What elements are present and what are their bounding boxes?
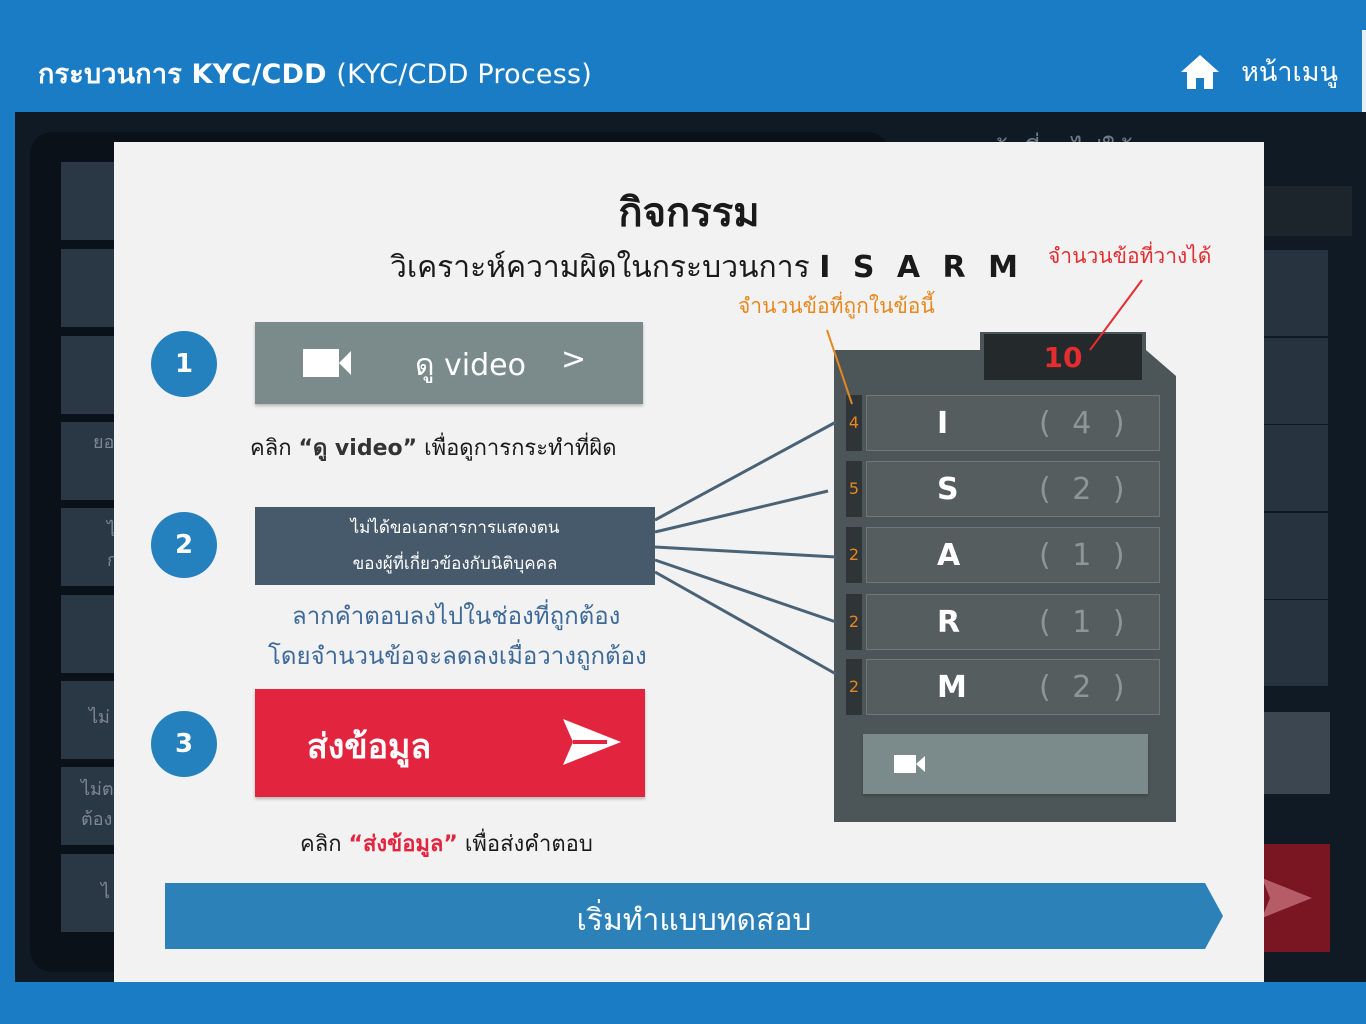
modal-subtitle: วิเคราะห์ความผิดในกระบวนการ I S A R M: [390, 244, 1024, 291]
step1-caption-prefix: คลิก: [250, 436, 292, 461]
home-menu-label: หน้าเมนู: [1241, 57, 1338, 88]
step3-caption-quoted: “ส่งข้อมูล”: [348, 832, 458, 857]
background-row: ไม่ต ต้อง: [61, 767, 117, 845]
note-placeable-count: จำนวนข้อที่วางได้: [1048, 244, 1212, 268]
slot-letter: R: [937, 605, 961, 640]
background-row: [61, 336, 117, 414]
panel-video-button[interactable]: [863, 734, 1148, 794]
slot-box: M ( 2 ): [866, 659, 1160, 715]
background-row: ไ: [61, 854, 117, 932]
modal-subtitle-text: วิเคราะห์ความผิดในกระบวนการ: [390, 250, 810, 285]
slot-remaining: ( 1 ): [1039, 538, 1131, 573]
step-number-1: 1: [151, 331, 217, 397]
step3-caption-suffix: เพื่อส่งคำตอบ: [464, 832, 593, 857]
instruction-modal: กิจกรรม วิเคราะห์ความผิดในกระบวนการ I S …: [114, 142, 1264, 982]
start-button-arrow-shape: [165, 883, 1223, 949]
send-data-button[interactable]: ส่งข้อมูล: [255, 689, 645, 797]
watch-video-label: ดู video: [415, 348, 526, 383]
background-row: [61, 162, 117, 240]
step2-caption-line1: ลากคำตอบลงไปในช่องที่ถูกต้อง: [292, 602, 621, 630]
answer-card-line1: ไม่ได้ขอเอกสารการแสดงตน: [350, 518, 560, 538]
drop-panel-illustration: 10 4 I ( 4 ) 5 S ( 2 ) 2 A ( 1 ) 2: [834, 332, 1176, 822]
background-right-box: [1262, 425, 1328, 511]
video-camera-icon: [303, 349, 351, 377]
app-title-main: กระบวนการ KYC/CDD: [38, 59, 327, 90]
slot-letter: I: [937, 406, 949, 441]
background-right-box: [1262, 600, 1328, 686]
slot-letter: A: [937, 538, 961, 573]
placeable-counter: 10: [1043, 341, 1083, 374]
step3-caption: คลิก “ส่งข้อมูล” เพื่อส่งคำตอบ: [300, 826, 593, 861]
send-data-label: ส่งข้อมูล: [307, 727, 432, 767]
slot-remaining: ( 2 ): [1039, 670, 1131, 705]
background-right-box: [1262, 250, 1328, 336]
drop-slot-a[interactable]: 2 A ( 1 ): [846, 527, 1160, 583]
drop-slot-m[interactable]: 2 M ( 2 ): [846, 659, 1160, 715]
drop-slot-r[interactable]: 2 R ( 1 ): [846, 594, 1160, 650]
background-row: ไ ก: [61, 508, 117, 586]
step1-caption-quoted: “ดู video”: [298, 436, 418, 461]
background-right-video: [1262, 712, 1330, 794]
start-quiz-label: เริ่มทำแบบทดสอบ: [576, 903, 812, 938]
header-edge: [1362, 30, 1366, 112]
watch-video-button[interactable]: ดู video >: [255, 322, 643, 404]
app-title-sub: (KYC/CDD Process): [336, 59, 592, 90]
slot-correct-count: 2: [846, 594, 862, 650]
note-correct-count: จำนวนข้อที่ถูกในข้อนี้: [738, 294, 935, 318]
background-row: [61, 249, 117, 327]
step2-caption-line2: โดยจำนวนข้อจะลดลงเมื่อวางถูกต้อง: [268, 642, 647, 670]
start-quiz-button[interactable]: เริ่มทำแบบทดสอบ: [165, 883, 1223, 949]
step1-caption-suffix: เพื่อดูการกระทำที่ผิด: [424, 436, 617, 461]
step3-caption-prefix: คลิก: [300, 832, 342, 857]
background-right-top: [1262, 186, 1352, 236]
step-number-3: 3: [151, 711, 217, 777]
background-row: ไม่: [61, 681, 117, 759]
slot-remaining: ( 4 ): [1039, 406, 1131, 441]
app-header: กระบวนการ KYC/CDD (KYC/CDD Process) หน้า…: [0, 0, 1366, 112]
modal-subtitle-code: I S A R M: [819, 250, 1024, 285]
background-row: ยอ: [61, 422, 117, 500]
background-right-box: [1262, 338, 1328, 424]
drop-slot-i[interactable]: 4 I ( 4 ): [846, 395, 1160, 451]
app-title: กระบวนการ KYC/CDD (KYC/CDD Process): [38, 52, 592, 95]
home-menu-button[interactable]: หน้าเมนู: [1179, 50, 1338, 93]
draggable-answer-card[interactable]: ไม่ได้ขอเอกสารการแสดงตน ของผู้ที่เกี่ยวข…: [255, 507, 655, 585]
slot-correct-count: 4: [846, 395, 862, 451]
slot-letter: M: [937, 670, 967, 705]
slot-correct-count: 2: [846, 659, 862, 715]
send-arrow-icon: [563, 719, 621, 765]
modal-title: กิจกรรม: [618, 190, 760, 236]
slot-box: S ( 2 ): [866, 461, 1160, 517]
chevron-right-icon: >: [561, 342, 587, 377]
connector-lines: [654, 279, 1143, 676]
step-number-2: 2: [151, 512, 217, 578]
slot-remaining: ( 1 ): [1039, 605, 1131, 640]
slot-box: A ( 1 ): [866, 527, 1160, 583]
slot-box: I ( 4 ): [866, 395, 1160, 451]
background-row: [61, 595, 117, 673]
slot-correct-count: 2: [846, 527, 862, 583]
background-send-arrow-icon: [1262, 878, 1312, 918]
slot-remaining: ( 2 ): [1039, 472, 1131, 507]
step1-caption: คลิก “ดู video” เพื่อดูการกระทำที่ผิด: [250, 430, 617, 465]
slot-box: R ( 1 ): [866, 594, 1160, 650]
home-icon: [1181, 54, 1220, 89]
video-camera-icon: [894, 755, 925, 773]
drop-slot-s[interactable]: 5 S ( 2 ): [846, 461, 1160, 517]
slot-correct-count: 5: [846, 461, 862, 517]
answer-card-line2: ของผู้ที่เกี่ยวข้องกับนิติบุคคล: [352, 554, 558, 574]
background-right-box: [1262, 513, 1328, 599]
slot-letter: S: [937, 472, 959, 507]
